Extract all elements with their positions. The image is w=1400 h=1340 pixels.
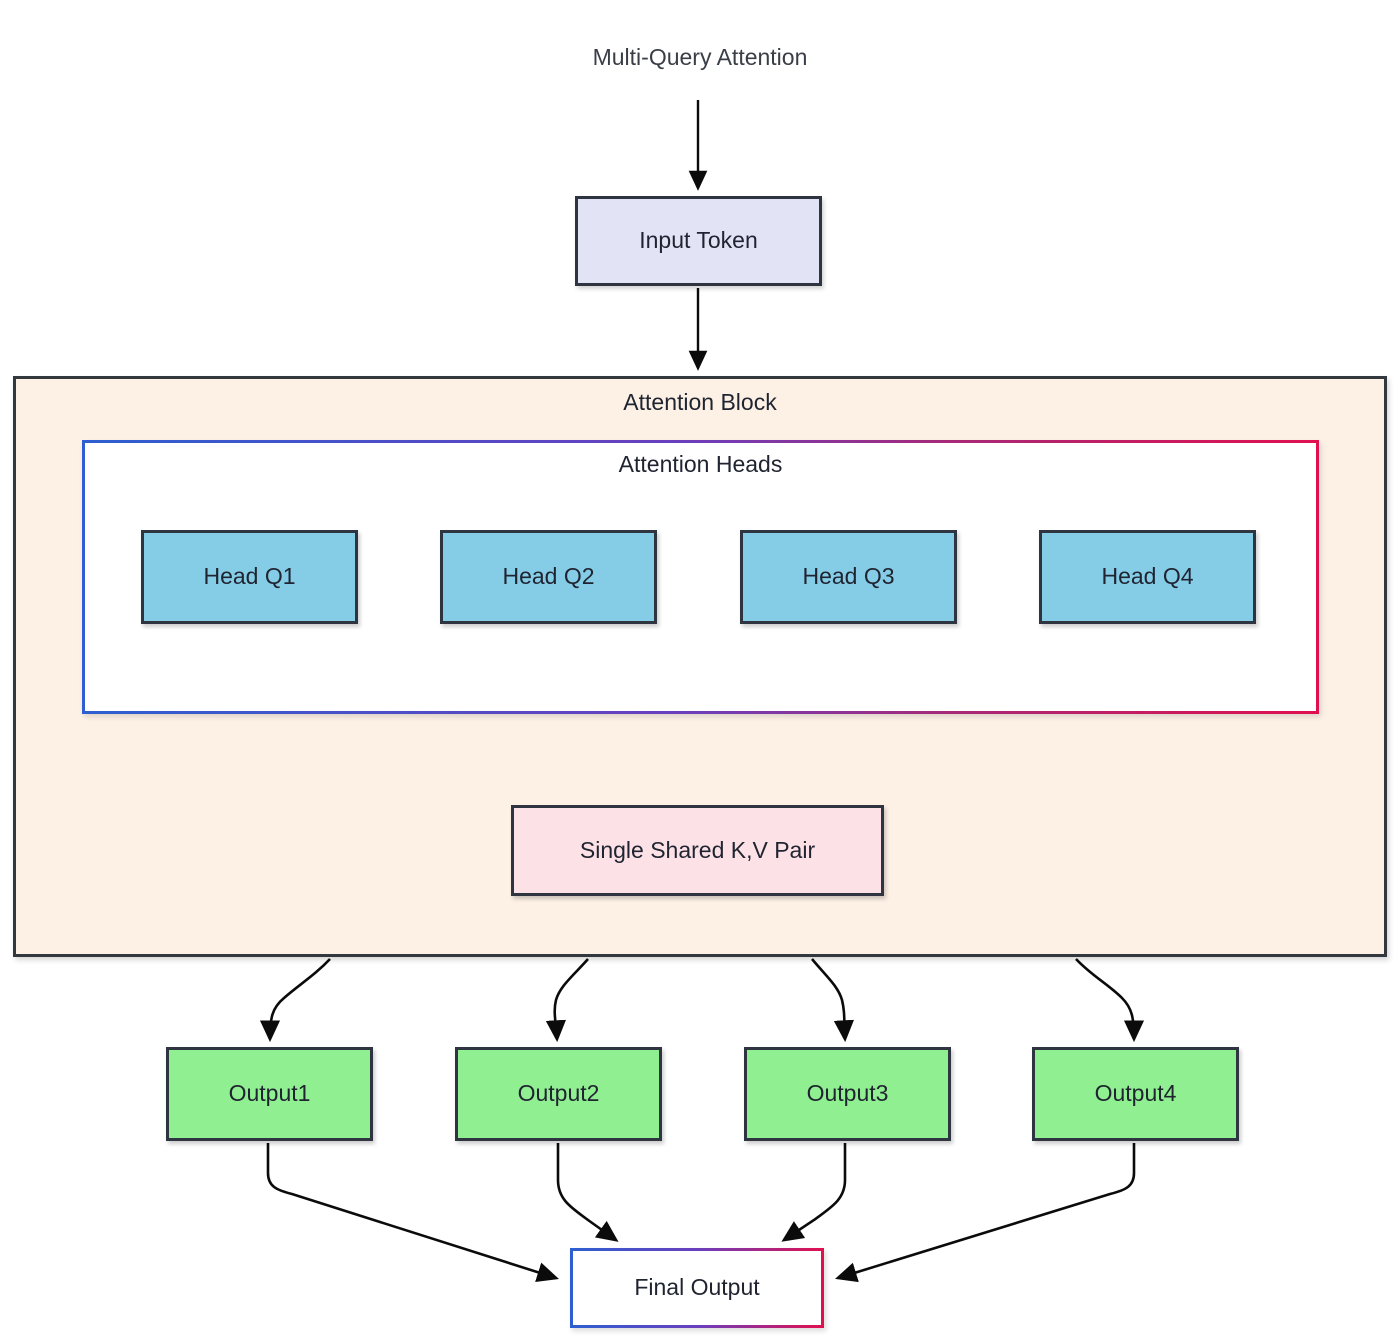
edge-output2-to-final: [556, 1143, 619, 1242]
node-head-q1-label: Head Q1: [203, 563, 296, 590]
container-attention-block-label: Attention Block: [623, 389, 777, 415]
node-head-q3[interactable]: Head Q3: [740, 530, 957, 624]
edge-output4-to-final: [835, 1143, 1136, 1283]
node-shared-kv-pair-label: Single Shared K,V Pair: [579, 836, 816, 863]
node-shared-kv-pair[interactable]: Single Shared K,V Pair: [511, 805, 884, 896]
node-head-q2-label: Head Q2: [502, 563, 595, 590]
node-output-2-label: Output2: [517, 1080, 600, 1107]
node-output-3[interactable]: Output3: [744, 1047, 951, 1141]
node-head-q3-label: Head Q3: [802, 563, 895, 590]
node-output-4-label: Output4: [1094, 1080, 1177, 1107]
edge-block-to-output4: [1075, 958, 1145, 1043]
edge-block-to-output2: [545, 958, 589, 1043]
node-head-q2[interactable]: Head Q2: [440, 530, 657, 624]
node-output-1-label: Output1: [228, 1080, 311, 1107]
node-output-4[interactable]: Output4: [1032, 1047, 1239, 1141]
node-output-1[interactable]: Output1: [166, 1047, 373, 1141]
node-head-q4[interactable]: Head Q4: [1039, 530, 1256, 624]
node-input-token[interactable]: Input Token: [575, 196, 822, 286]
edge-output3-to-final: [781, 1143, 847, 1242]
node-head-q4-label: Head Q4: [1101, 563, 1194, 590]
edge-output1-to-final: [266, 1143, 559, 1282]
node-output-3-label: Output3: [806, 1080, 889, 1107]
container-attention-heads-label: Attention Heads: [618, 451, 783, 477]
node-output-2[interactable]: Output2: [455, 1047, 662, 1141]
edge-block-to-output1: [259, 958, 331, 1043]
node-final-output-label: Final Output: [634, 1274, 760, 1301]
page-title: Multi-Query Attention: [592, 44, 808, 70]
node-head-q1[interactable]: Head Q1: [141, 530, 358, 624]
node-input-token-label: Input Token: [639, 227, 758, 254]
edge-block-to-output3: [810, 958, 855, 1043]
node-final-output[interactable]: Final Output: [570, 1248, 824, 1328]
